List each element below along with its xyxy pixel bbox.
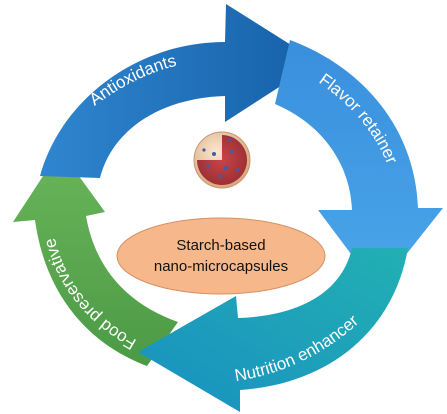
- arrow-antioxidants: [40, 4, 318, 178]
- center-label-line1: Starch-based: [176, 237, 265, 254]
- center-ellipse: [116, 217, 326, 295]
- capsule-cross-section-icon: [193, 131, 251, 189]
- arrow-food-preservative: [13, 150, 178, 366]
- center-label-line2: nano-microcapsules: [154, 258, 288, 275]
- arrow-nutrition-enhancer: [138, 248, 408, 412]
- arrow-flavor-retainer: [275, 40, 443, 290]
